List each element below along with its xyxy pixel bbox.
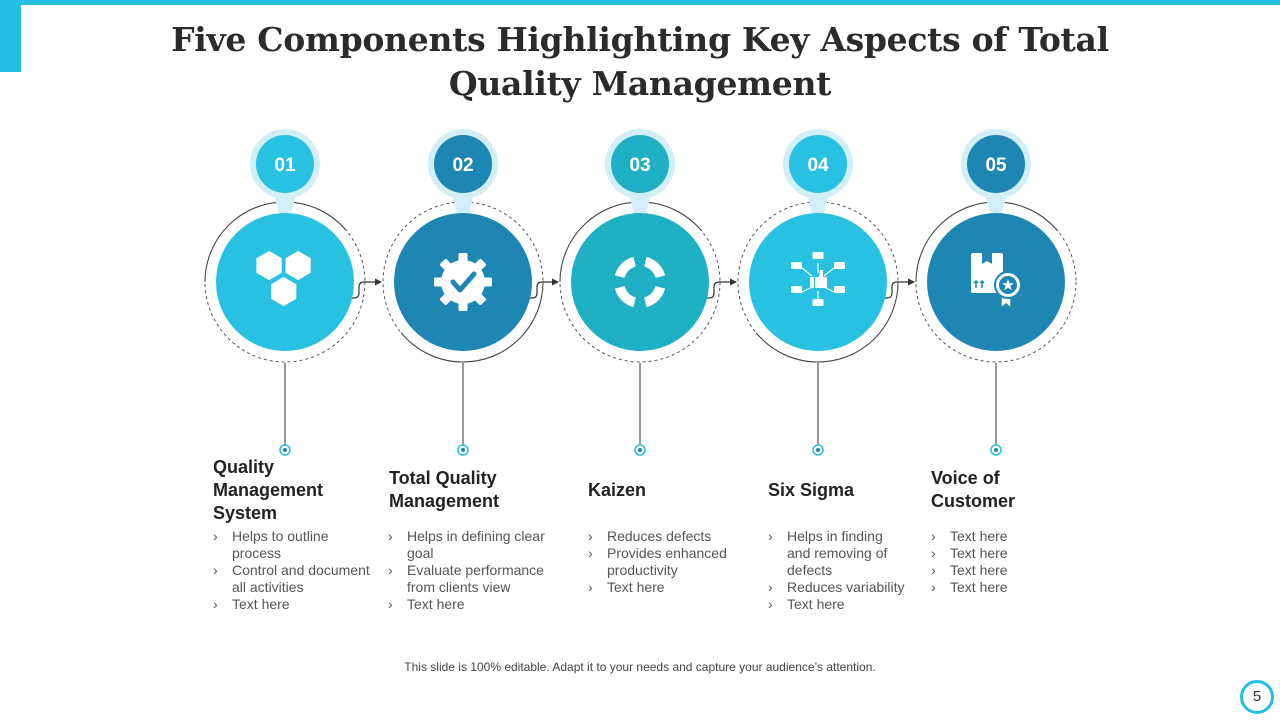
stem-dot-core [994,448,998,452]
bullet-item: Helps in finding and removing of defects [768,528,908,579]
bullet-item: Text here [931,562,1051,579]
outer-ring-dashed [915,201,1077,363]
bullet-item: Text here [388,596,558,613]
step-bullets-2: Helps in defining clear goal Evaluate pe… [388,528,558,613]
bullet-item: Text here [588,579,728,596]
number-circle [256,135,314,193]
step-title-5: Voice of Customer [931,468,1016,511]
number-circle [789,135,847,193]
bullet-item: Helps to outline process [213,528,378,562]
connector-arrow [348,281,376,299]
main-circle [571,213,709,351]
connector-arrow [703,281,731,299]
bullet-item: Reduces variability [768,579,908,596]
step-title-2: Total Quality Management [389,468,500,511]
step-2: 02 [382,129,544,363]
slide-title: Five Components Highlighting Key Aspects… [171,20,1109,103]
arrow-head [730,278,737,286]
step-title-3: Kaizen [588,480,647,500]
step-4: 04 [737,129,899,363]
hexagons-icon [256,250,311,307]
connector-arrow [881,281,909,299]
bullet-item: Reduces defects [588,528,728,545]
stem-dot-core [461,448,465,452]
step-bullets-1: Helps to outline process Control and doc… [213,528,378,613]
step-3: 03 [559,129,721,363]
bullet-item: Text here [931,528,1051,545]
bullet-item: Text here [931,579,1051,596]
outer-ring-dashed [382,201,544,363]
arrow-head [375,278,382,286]
number-circle [434,135,492,193]
bullet-item: Text here [768,596,908,613]
gear-check-icon [434,253,492,311]
connector-arrow [526,281,553,299]
step-bullets-3: Reduces defects Provides enhanced produc… [588,528,728,596]
arrow-head [552,278,559,286]
step-1: 01 [204,129,366,363]
cycle-icon [614,256,666,308]
network-thumbs-up-icon [791,252,845,306]
stems [279,363,1002,456]
step-number: 05 [985,155,1007,176]
arrow-head [908,278,915,286]
bullet-item: Control and document all activities [213,562,378,596]
stem-dot-core [638,448,642,452]
outer-ring-dashed [204,201,366,363]
step-number: 02 [452,155,473,176]
bullet-item: Evaluate performance from clients view [388,562,558,596]
number-circle [967,135,1025,193]
step-number: 01 [274,155,296,176]
step-bullets-5: Text here Text here Text here Text here [931,528,1051,596]
bullet-item: Text here [213,596,378,613]
number-circle [611,135,669,193]
bullet-item: Provides enhanced productivity [588,545,728,579]
step-title-4: Six Sigma [768,480,855,500]
outer-ring-dashed [559,201,721,363]
corner-accent-tab [0,0,21,72]
step-number: 03 [629,155,650,176]
page-number-badge: 5 [1240,680,1274,714]
step-5: 05 [915,129,1077,363]
connectors [348,278,915,299]
outer-ring-dashed [737,201,899,363]
bullet-item: Text here [931,545,1051,562]
stem-dot-core [283,448,287,452]
stem-dot-core [816,448,820,452]
bullet-item: Helps in defining clear goal [388,528,558,562]
step-bullets-4: Helps in finding and removing of defects… [768,528,908,613]
footer-note: This slide is 100% editable. Adapt it to… [404,660,876,674]
package-badge-icon [971,253,1022,310]
step-title-1: Quality Management System [213,457,324,523]
step-number: 04 [807,155,829,176]
top-accent-bar [0,0,1280,5]
